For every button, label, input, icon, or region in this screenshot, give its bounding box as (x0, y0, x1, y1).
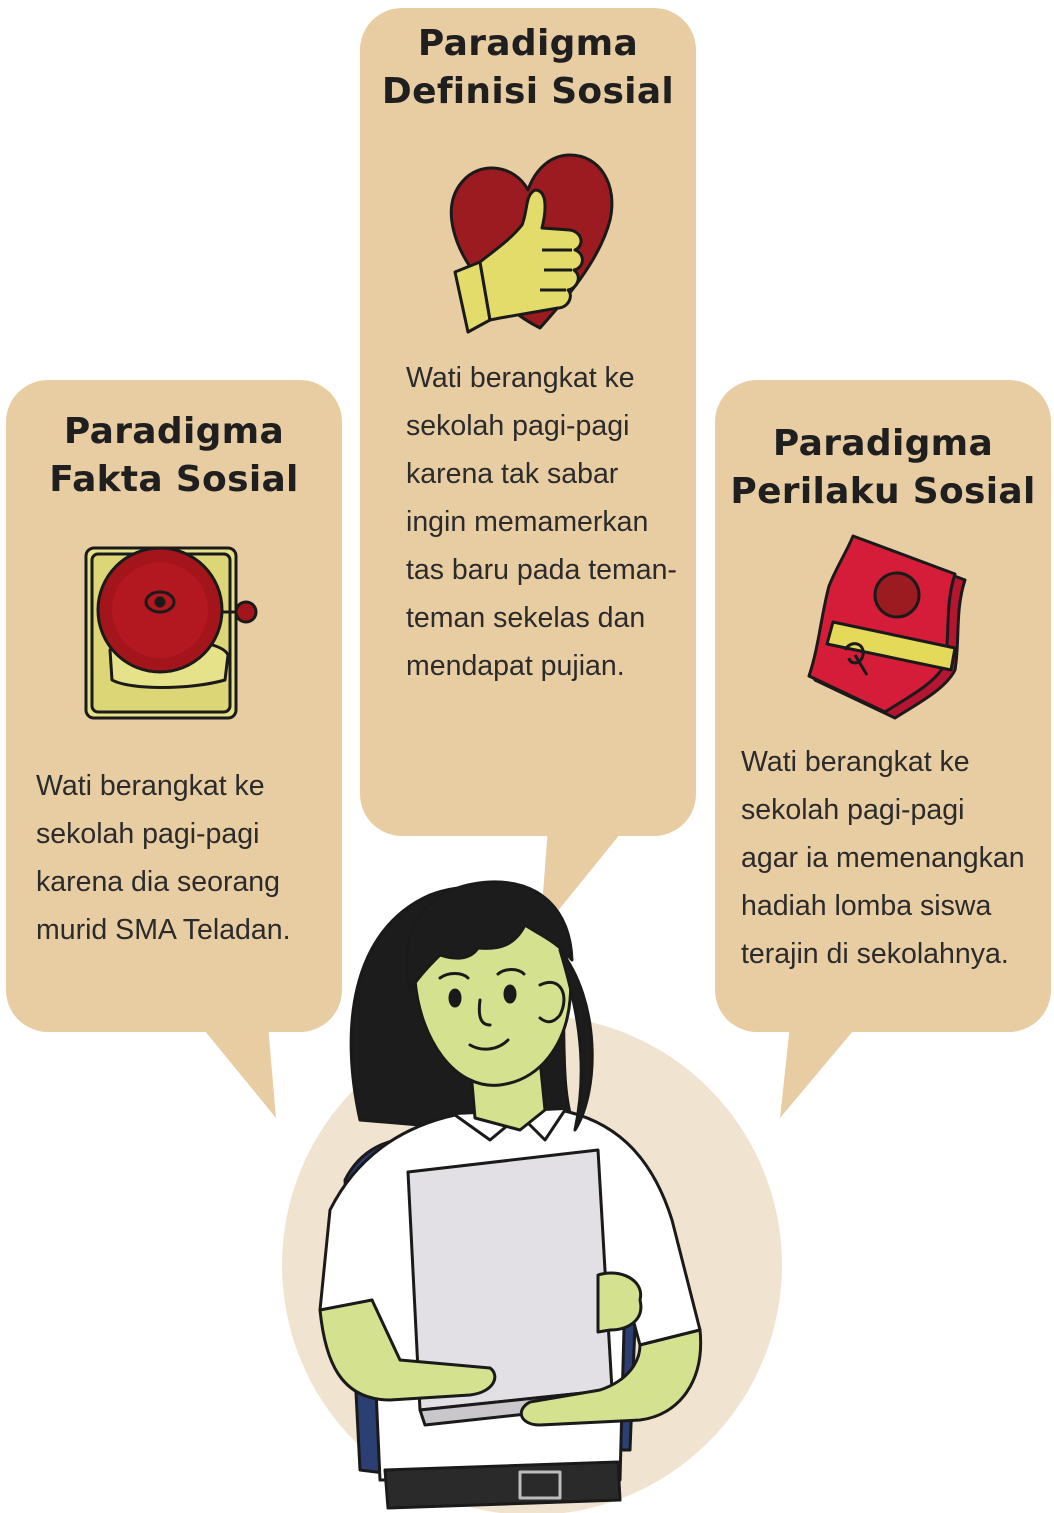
bubble-perilaku-text: Wati berangkat ke sekolah pagi-pagi agar… (741, 738, 1025, 978)
bubble-definisi-text-line: mendapat pujian. (406, 650, 625, 682)
bubble-definisi-text: Wati berangkat ke sekolah pagi-pagi kare… (406, 354, 677, 690)
bubble-perilaku-text-line: sekolah pagi-pagi (741, 794, 965, 826)
bubble-perilaku-title-line: Perilaku Sosial (730, 471, 1036, 512)
bubble-perilaku-text-line: Wati berangkat ke (741, 746, 970, 778)
bubble-definisi-text-line: tas baru pada teman- (406, 554, 677, 586)
bubble-definisi-text-line: ingin memamerkan (406, 506, 649, 538)
bubble-perilaku-title: Paradigma Perilaku Sosial (715, 420, 1051, 516)
bubble-perilaku-title-line: Paradigma (772, 423, 994, 464)
heart-thumbs-up-icon (449, 153, 614, 334)
bubble-definisi-text-line: Wati berangkat ke (406, 362, 635, 394)
bubble-fakta-text-line: murid SMA Teladan. (36, 914, 291, 946)
bubble-definisi-text-line: sekolah pagi-pagi (406, 410, 630, 442)
bubble-fakta-title-line: Fakta Sosial (49, 459, 299, 500)
bubble-fakta-title-line: Paradigma (63, 411, 285, 452)
bubble-fakta-text-line: Wati berangkat ke (36, 770, 265, 802)
student-girl-illustration (318, 880, 703, 1510)
bubble-fakta-text-line: sekolah pagi-pagi (36, 818, 260, 850)
bubble-perilaku-text-line: agar ia memenangkan (741, 842, 1025, 874)
bubble-fakta-text-line: karena dia seorang (36, 866, 281, 898)
bubble-fakta-text: Wati berangkat ke sekolah pagi-pagi kare… (36, 762, 291, 954)
money-stack-icon (807, 534, 967, 720)
bubble-definisi-title: Paradigma Definisi Sosial (360, 20, 696, 116)
bubble-definisi-title-line: Paradigma (417, 23, 639, 64)
bubble-perilaku-text-line: hadiah lomba siswa (741, 890, 992, 922)
bubble-definisi-text-line: karena tak sabar (406, 458, 619, 490)
bubble-definisi-title-line: Definisi Sosial (381, 71, 675, 112)
bubble-fakta-title: Paradigma Fakta Sosial (6, 408, 342, 504)
bubble-definisi-text-line: teman sekelas dan (406, 602, 646, 634)
bubble-perilaku-text-line: terajin di sekolahnya. (741, 938, 1009, 970)
school-bell-icon (84, 546, 258, 720)
